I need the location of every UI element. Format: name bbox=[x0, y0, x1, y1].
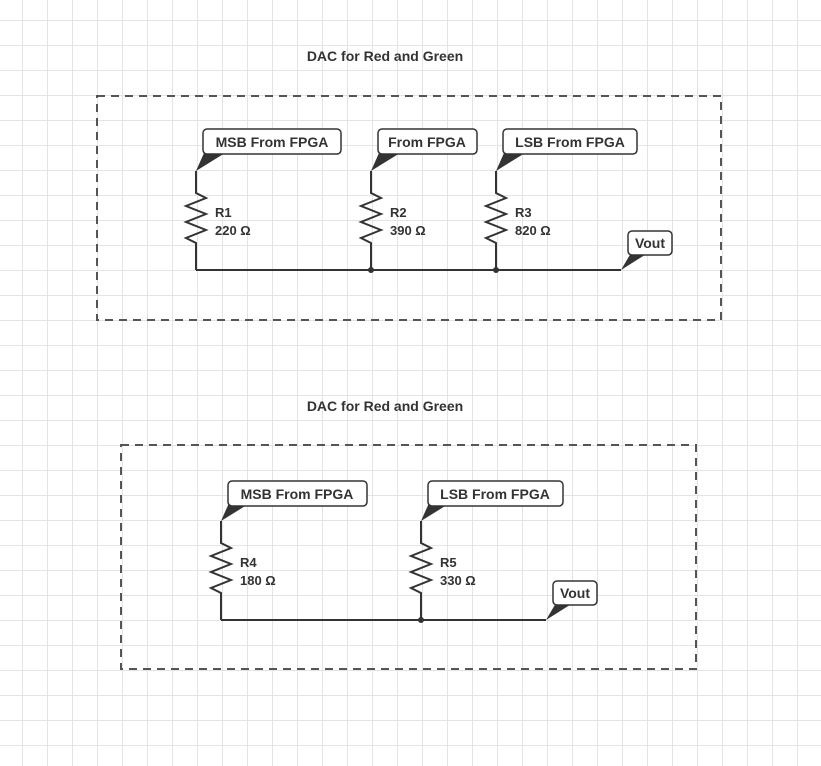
group-frame bbox=[96, 95, 722, 321]
resistor-r3[interactable]: R3 820 Ω bbox=[483, 171, 551, 270]
resistor-name: R3 bbox=[515, 205, 532, 220]
label-box bbox=[202, 128, 342, 155]
label-pointer bbox=[421, 503, 450, 521]
label-pointer bbox=[221, 503, 250, 521]
label-pointer bbox=[371, 153, 400, 171]
resistor-name: R4 bbox=[240, 555, 257, 570]
label-box bbox=[502, 128, 638, 155]
resistor-r1[interactable]: R1 220 Ω bbox=[183, 171, 251, 270]
input-label-text: From FPGA bbox=[388, 134, 466, 150]
resistor-name: R2 bbox=[390, 205, 407, 220]
resistor-value: 330 Ω bbox=[440, 573, 476, 588]
group-frame bbox=[120, 444, 697, 670]
resistor-name: R1 bbox=[215, 205, 232, 220]
label-pointer bbox=[621, 253, 648, 270]
input-label-text: MSB From FPGA bbox=[241, 486, 354, 502]
resistor-symbol bbox=[483, 171, 509, 270]
junction-dot bbox=[493, 267, 499, 273]
input-label-text: MSB From FPGA bbox=[216, 134, 329, 150]
resistor-name: R5 bbox=[440, 555, 457, 570]
input-label-text: LSB From FPGA bbox=[440, 486, 550, 502]
resistor-value: 180 Ω bbox=[240, 573, 276, 588]
label-box bbox=[427, 480, 564, 507]
resistor-value: 820 Ω bbox=[515, 223, 551, 238]
input-label-lsb[interactable]: LSB From FPGA bbox=[496, 128, 638, 171]
resistor-r4[interactable]: R4 180 Ω bbox=[208, 521, 276, 620]
output-label-vout[interactable]: Vout bbox=[546, 580, 598, 620]
dac-diagram-1: DAC for Red and Green MSB From FPGA From… bbox=[96, 48, 722, 321]
junction-dot bbox=[368, 267, 374, 273]
label-pointer bbox=[496, 153, 525, 171]
input-label-mid[interactable]: From FPGA bbox=[371, 128, 478, 171]
resistor-r5[interactable]: R5 330 Ω bbox=[408, 521, 476, 620]
output-label-text: Vout bbox=[560, 585, 590, 601]
resistor-value: 220 Ω bbox=[215, 223, 251, 238]
junction-dot bbox=[418, 617, 424, 623]
input-label-text: LSB From FPGA bbox=[515, 134, 625, 150]
resistor-symbol bbox=[183, 171, 209, 270]
output-label-text: Vout bbox=[635, 235, 665, 251]
label-box bbox=[377, 128, 478, 155]
label-box bbox=[627, 230, 673, 256]
resistor-value: 390 Ω bbox=[390, 223, 426, 238]
label-pointer bbox=[196, 153, 225, 171]
resistor-symbol bbox=[408, 521, 434, 620]
output-label-vout[interactable]: Vout bbox=[621, 230, 673, 270]
input-label-msb[interactable]: MSB From FPGA bbox=[196, 128, 342, 171]
label-box bbox=[552, 580, 598, 606]
label-pointer bbox=[546, 603, 573, 620]
input-label-lsb[interactable]: LSB From FPGA bbox=[421, 480, 564, 521]
dac-diagram-2: DAC for Red and Green MSB From FPGA LSB … bbox=[120, 398, 697, 670]
input-label-msb[interactable]: MSB From FPGA bbox=[221, 480, 368, 521]
resistor-symbol bbox=[358, 171, 384, 270]
diagram-title: DAC for Red and Green bbox=[307, 48, 463, 64]
resistor-r2[interactable]: R2 390 Ω bbox=[358, 171, 426, 270]
resistor-symbol bbox=[208, 521, 234, 620]
label-box bbox=[227, 480, 368, 507]
diagram-title: DAC for Red and Green bbox=[307, 398, 463, 414]
